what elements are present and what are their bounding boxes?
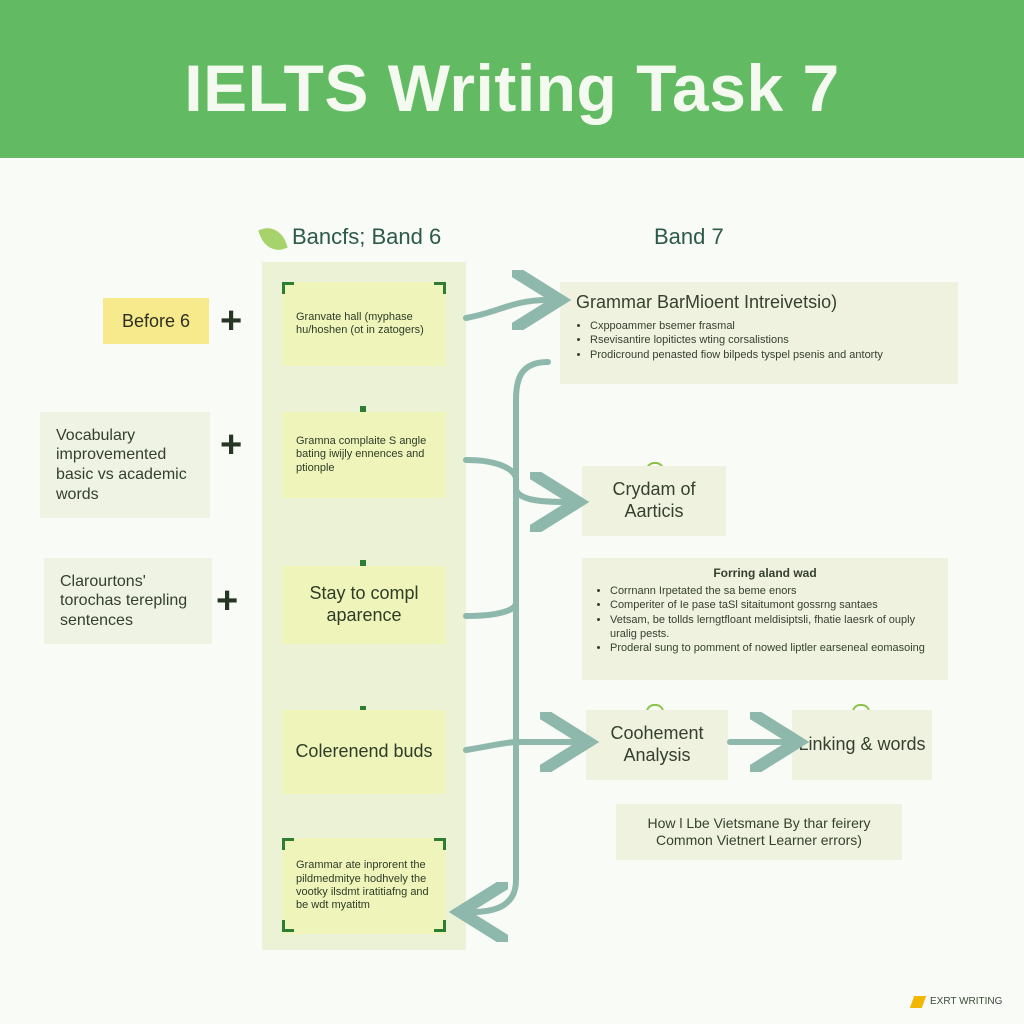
linking-words-box: Linking & words xyxy=(792,710,932,780)
arrow-to-grammar xyxy=(463,300,548,318)
footer-logo-text: EXRT WRITING xyxy=(930,996,1003,1007)
arrow-to-crydam xyxy=(513,490,566,502)
corner-bracket xyxy=(434,838,446,850)
forms-box-title: Forring aland wad xyxy=(713,566,817,580)
page-title: IELTS Writing Task 7 xyxy=(184,51,840,125)
band7-heading: Band 7 xyxy=(654,224,724,249)
coherence-analysis-box: Coohement Analysis xyxy=(586,710,728,780)
grammar-box-title: Grammar BarMioent Intreivetsio) xyxy=(576,292,838,312)
forms-bullets: Corrnann Irpetated the sa beme enors Com… xyxy=(596,584,934,655)
band6-heading: Bancfs; Band 6 xyxy=(292,224,442,249)
forms-box: Forring aland wad Corrnann Irpetated the… xyxy=(582,558,948,680)
corner-bracket xyxy=(282,920,294,932)
corner-bracket xyxy=(434,920,446,932)
vietnamese-errors-box: How l Lbe Vietsmane By thar feirery Comm… xyxy=(616,804,902,860)
header-banner xyxy=(0,0,1024,158)
grammar-box: Grammar BarMioent Intreivetsio) Cxppoamm… xyxy=(560,282,958,384)
before-6-label: Before 6 xyxy=(103,298,209,344)
crydam-box: Crydam of Aarticis xyxy=(582,466,726,536)
bullet-item: Proderal sung to pomment of nowed liptle… xyxy=(610,641,934,655)
corner-bracket xyxy=(434,282,446,294)
sentence-card: Gramna complaite S angle bating iwijly e… xyxy=(282,412,446,498)
grammar-card: Granvate hall (myphase hu/hoshen (ot in … xyxy=(282,282,446,366)
vocabulary-box: Vocabulary improvemented basic vs academ… xyxy=(40,412,210,518)
bullet-item: Prodicround penasted fiow bilpeds tyspel… xyxy=(590,348,942,362)
arrow-trunk xyxy=(472,359,551,912)
grammar-bullets: Cxppoammer bsemer frasmal Rsevisantire l… xyxy=(576,319,942,362)
bullet-item: Comperiter of Ie pase taSl sitaitumont g… xyxy=(610,598,934,612)
corner-bracket xyxy=(282,282,294,294)
bullet-item: Vetsam, be tollds lerngtfloant meldisipt… xyxy=(610,613,934,642)
plus-icon: + xyxy=(220,424,243,466)
grammar-improvement-card: Grammar ate inprorent the pildmedmitye h… xyxy=(282,838,446,934)
arrow-from-card3 xyxy=(463,601,519,619)
plus-icon: + xyxy=(216,580,239,622)
arrow-from-card2 xyxy=(463,457,519,481)
corner-bracket xyxy=(282,838,294,850)
complexity-card: Stay to compl aparence xyxy=(282,566,446,644)
sentences-box: Clarourtons' torochas terepling sentence… xyxy=(44,558,212,644)
bullet-item: Cxppoammer bsemer frasmal xyxy=(590,319,942,333)
plus-icon: + xyxy=(220,300,243,342)
coherence-card: Colerenend buds xyxy=(282,710,446,794)
bullet-item: Corrnann Irpetated the sa beme enors xyxy=(610,584,934,598)
arrow-from-card4 xyxy=(463,739,519,753)
bullet-item: Rsevisantire lopitictes wting corsalisti… xyxy=(590,333,942,347)
